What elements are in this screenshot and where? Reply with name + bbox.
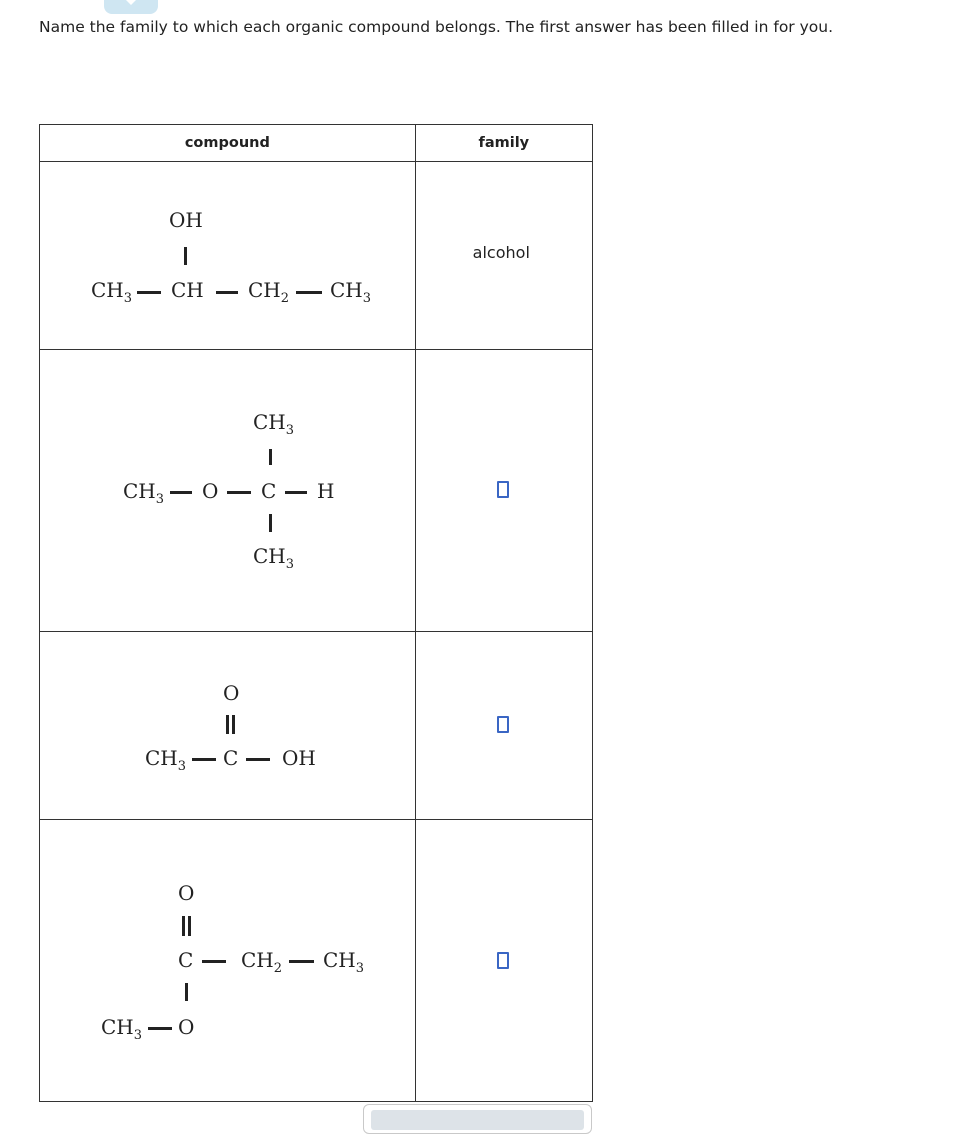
family-answer-input[interactable] (496, 952, 509, 969)
atom-label: CH2 (248, 278, 290, 306)
atom-label: CH3 (101, 1015, 143, 1043)
atom-label: CH3 (145, 746, 187, 774)
compound-family-table: compound family OH CH3 CH CH2 CH3 alcoho… (39, 124, 594, 1102)
atom-label: C (261, 479, 277, 503)
single-bond (285, 491, 307, 494)
family-cell (414, 349, 594, 632)
single-bond (246, 758, 270, 761)
compound-cell: CH3 CH3 O C H CH3 (39, 349, 416, 632)
single-bond (202, 960, 226, 963)
table-row: O C CH2 CH3 CH3 O (39, 819, 594, 1102)
toolbar-surface (371, 1110, 584, 1130)
atom-label: CH3 (253, 544, 295, 572)
atom-label: CH3 (330, 278, 372, 306)
single-bond (170, 491, 192, 494)
atom-label: C (178, 948, 194, 972)
compound-column-header: compound (39, 124, 416, 162)
table-row: O CH3 C OH (39, 631, 594, 820)
atom-label: H (317, 479, 335, 503)
chevron-down-icon (125, 0, 137, 5)
atom-label: OH (169, 208, 203, 232)
single-bond (184, 247, 187, 265)
compound-cell: OH CH3 CH CH2 CH3 (39, 161, 416, 350)
structural-formula: O C CH2 CH3 CH3 O (40, 820, 415, 1101)
atom-label: CH3 (91, 278, 133, 306)
compound-cell: O C CH2 CH3 CH3 O (39, 819, 416, 1102)
bottom-toolbar[interactable] (363, 1104, 592, 1134)
table-row: OH CH3 CH CH2 CH3 alcohol (39, 161, 594, 350)
double-bond (182, 916, 185, 936)
family-answer-input[interactable] (496, 716, 509, 733)
atom-label: O (223, 681, 240, 705)
question-prompt: Name the family to which each organic co… (39, 18, 834, 36)
atom-label: CH2 (241, 948, 283, 976)
family-cell (414, 819, 594, 1102)
single-bond (269, 514, 272, 532)
family-answer: alcohol (472, 243, 530, 262)
collapse-tab[interactable] (104, 0, 158, 14)
atom-label: OH (282, 746, 316, 770)
family-answer-input[interactable] (496, 481, 509, 498)
atom-label: CH (171, 278, 204, 302)
single-bond (185, 983, 188, 1001)
atom-label: CH3 (253, 410, 295, 438)
double-bond (226, 715, 229, 734)
single-bond (227, 491, 251, 494)
family-cell: alcohol (414, 161, 594, 350)
structural-formula: OH CH3 CH CH2 CH3 (40, 162, 415, 349)
compound-cell: O CH3 C OH (39, 631, 416, 820)
atom-label: CH3 (323, 948, 365, 976)
single-bond (269, 449, 272, 465)
table-row: CH3 CH3 O C H CH3 (39, 349, 594, 632)
single-bond (148, 1027, 172, 1030)
single-bond (296, 291, 322, 294)
family-column-header: family (414, 124, 594, 162)
double-bond (232, 715, 235, 734)
atom-label: O (178, 1015, 195, 1039)
table-header-row: compound family (39, 124, 594, 162)
atom-label: CH3 (123, 479, 165, 507)
double-bond (188, 916, 191, 936)
structural-formula: CH3 CH3 O C H CH3 (40, 350, 415, 631)
single-bond (192, 758, 216, 761)
atom-label: O (202, 479, 219, 503)
structural-formula: O CH3 C OH (40, 632, 415, 819)
single-bond (137, 291, 161, 294)
atom-label: O (178, 881, 195, 905)
single-bond (289, 960, 314, 963)
family-cell (414, 631, 594, 820)
atom-label: C (223, 746, 239, 770)
single-bond (216, 291, 238, 294)
